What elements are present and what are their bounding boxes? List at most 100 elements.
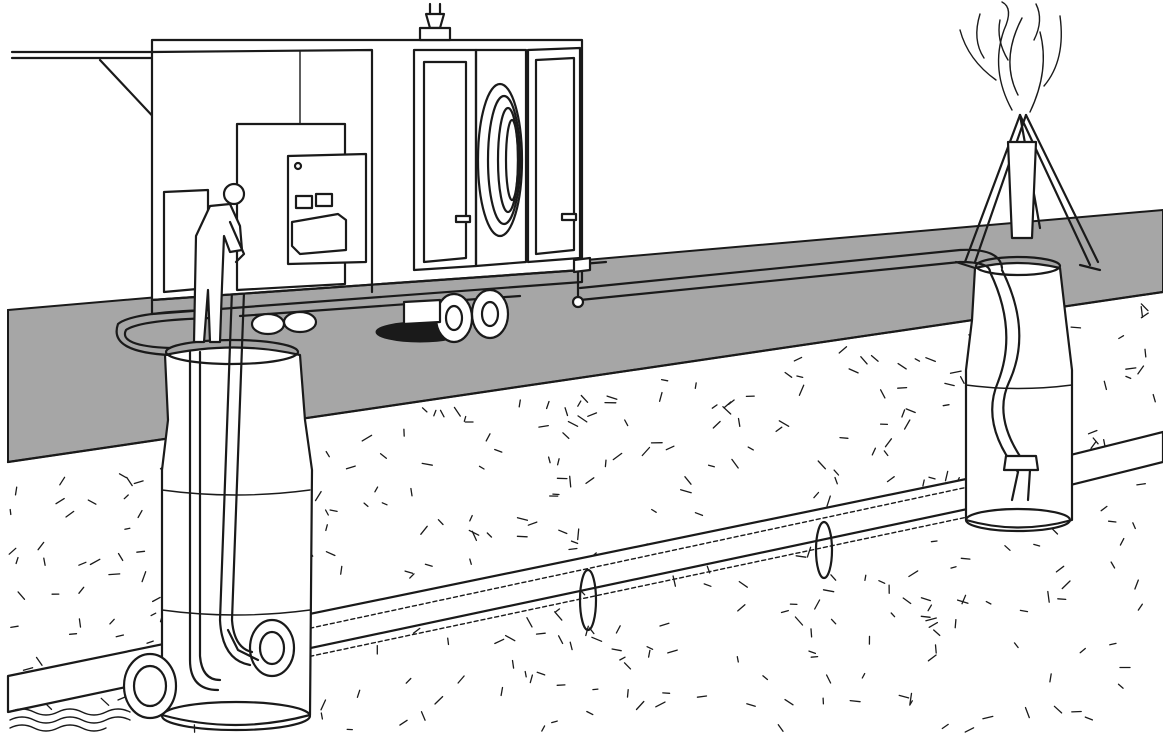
soil-speck (88, 500, 96, 504)
soil-speck (147, 641, 153, 643)
soil-speck (434, 410, 436, 415)
soil-speck (458, 676, 464, 683)
soil-speck (861, 357, 867, 364)
soil-speck (1120, 539, 1123, 546)
soil-speck (965, 728, 973, 732)
soil-speck (943, 405, 949, 406)
soil-speck (872, 448, 875, 455)
soil-speck (1133, 523, 1136, 529)
soil-speck (422, 712, 426, 721)
soil-speck (732, 459, 738, 468)
soil-speck (909, 571, 918, 577)
soil-speck (931, 541, 937, 542)
soil-speck (70, 634, 77, 635)
soil-speck (818, 461, 825, 469)
soil-speck (578, 416, 587, 422)
soil-speck (555, 612, 562, 620)
soil-speck (906, 409, 915, 413)
soil-speck (454, 407, 460, 416)
soil-speck (738, 605, 745, 611)
soil-speck (1056, 566, 1063, 572)
soil-speck (951, 567, 956, 568)
soil-speck (464, 417, 465, 422)
soil-speck (681, 490, 692, 493)
soil-speck (796, 556, 806, 557)
soil-speck (406, 679, 411, 684)
soil-speck (1048, 592, 1049, 603)
soil-speck (1137, 484, 1145, 485)
soil-speck (607, 396, 617, 399)
soil-speck (109, 574, 120, 575)
soil-speck (625, 420, 628, 426)
soil-speck (326, 525, 328, 531)
soil-speck (923, 480, 924, 486)
soil-speck (613, 453, 621, 459)
soil-speck (411, 489, 412, 496)
soil-speck (799, 385, 803, 395)
soil-speck (513, 661, 514, 669)
soil-speck (530, 675, 532, 683)
soil-speck (559, 530, 567, 533)
soil-speck (56, 499, 64, 504)
soil-speck (824, 590, 834, 592)
soil-speck (891, 613, 894, 617)
soil-speck (414, 628, 420, 633)
soil-speck (588, 413, 597, 416)
soil-speck (961, 558, 970, 559)
soil-speck (1034, 544, 1040, 546)
soil-speck (905, 420, 910, 429)
soil-speck (888, 477, 895, 482)
soil-speck (60, 477, 65, 485)
soil-speck (480, 466, 485, 469)
soil-speck (656, 702, 665, 707)
soil-speck (10, 510, 11, 515)
soil-speck (134, 481, 143, 484)
soil-speck (884, 451, 888, 456)
soil-speck (652, 510, 657, 513)
soil-speck (341, 566, 342, 574)
soil-speck (625, 663, 631, 669)
soil-speck (649, 650, 650, 657)
soil-speck (138, 511, 142, 518)
soil-speck (739, 419, 740, 427)
soil-speck (587, 712, 593, 715)
soil-speck (568, 422, 577, 427)
soil-speck (37, 657, 43, 665)
soil-speck (660, 393, 662, 402)
soil-speck (668, 650, 677, 653)
soil-speck (779, 421, 788, 427)
soil-speck (865, 575, 866, 580)
soil-speck (1020, 610, 1027, 611)
soil-speck (518, 518, 528, 521)
soil-speck (137, 551, 145, 552)
soil-speck (934, 630, 940, 635)
soil-speck (832, 619, 836, 624)
soil-speck (1091, 442, 1096, 449)
soil-speck (983, 716, 993, 718)
soil-speck (125, 528, 130, 529)
soil-speck (1071, 327, 1080, 328)
soil-speck (835, 478, 837, 484)
soil-speck (537, 672, 545, 675)
soil-speck (936, 645, 937, 653)
soil-speck (748, 447, 753, 450)
soil-speck (79, 619, 80, 627)
soil-speck (834, 470, 838, 475)
soil-speck (899, 695, 908, 698)
soil-speck (642, 448, 649, 456)
soil-speck (785, 700, 793, 705)
soil-speck (1126, 368, 1136, 369)
soil-speck (16, 558, 18, 564)
soil-speck (572, 541, 578, 543)
soil-speck (1119, 336, 1124, 339)
soil-speck (565, 408, 567, 416)
soil-speck (1089, 431, 1097, 434)
soil-speck (326, 552, 335, 556)
soil-speck (942, 724, 948, 728)
soil-speck (1119, 684, 1124, 688)
soil-speck (506, 636, 515, 641)
soil-speck (375, 487, 378, 492)
soil-speck (881, 390, 885, 398)
soil-speck (153, 597, 161, 601)
